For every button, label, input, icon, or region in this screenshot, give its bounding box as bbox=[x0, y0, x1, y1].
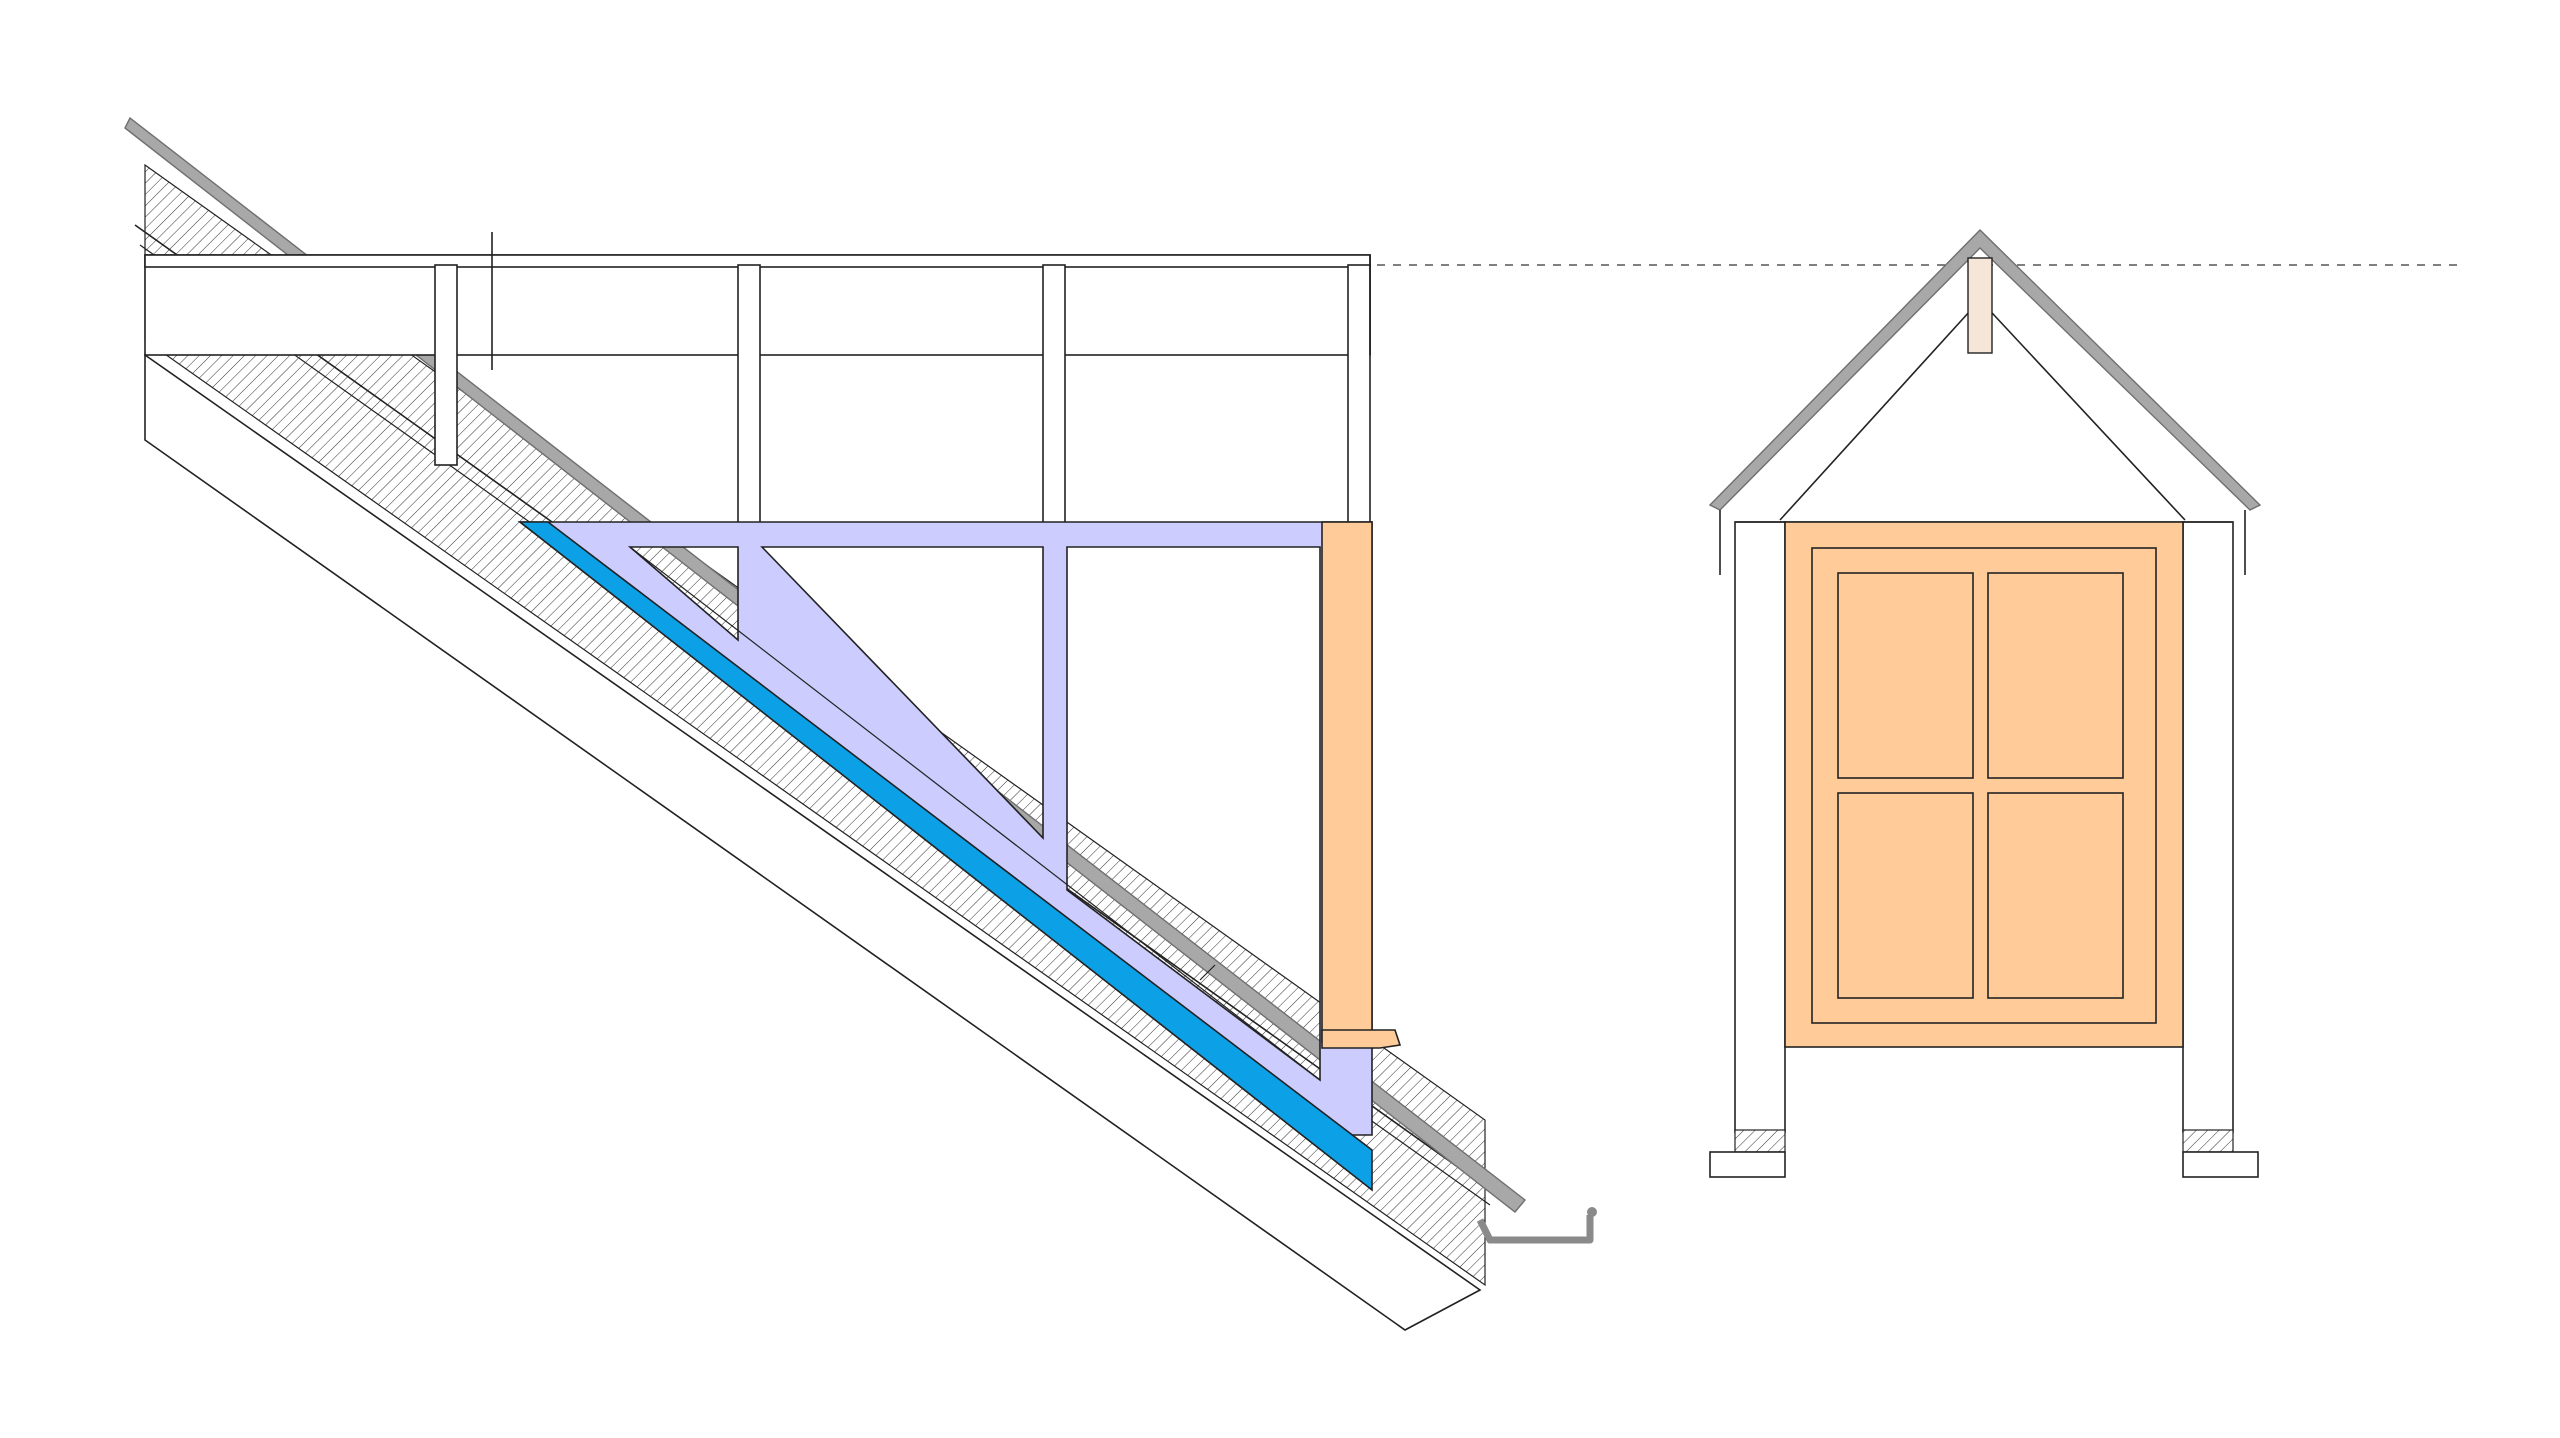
left-sill-hatch bbox=[1734, 1129, 1786, 1153]
attic-stud-3 bbox=[1042, 264, 1066, 541]
window-sill bbox=[1321, 1029, 1402, 1049]
window-frame bbox=[1784, 521, 2184, 1048]
window-pane-top-left bbox=[1837, 572, 1974, 779]
window-casement-outline bbox=[1811, 547, 2157, 1024]
frame-diagonal-inner bbox=[629, 546, 1321, 1081]
dormer-section-view bbox=[124, 116, 1597, 1331]
right-cheek-wall bbox=[2182, 521, 2234, 1133]
attic-stud-1 bbox=[434, 264, 458, 466]
dormer-front-view bbox=[1708, 229, 2262, 1178]
right-footing bbox=[2182, 1151, 2259, 1178]
eaves-gutter bbox=[1476, 1215, 1594, 1244]
attic-stud-2 bbox=[737, 264, 761, 541]
attic-stud-4 bbox=[1347, 264, 1371, 541]
window-pane-top-right bbox=[1987, 572, 2124, 779]
roof-underside-board bbox=[144, 353, 1482, 1331]
left-cheek-wall bbox=[1734, 521, 1786, 1133]
ridge-post bbox=[1967, 257, 1993, 354]
left-footing bbox=[1709, 1151, 1786, 1178]
gutter-bead bbox=[1587, 1207, 1597, 1217]
dormer-waterproof-cover bbox=[517, 521, 1373, 1192]
window-pane-bottom-left bbox=[1837, 792, 1974, 999]
window-pane-bottom-right bbox=[1987, 792, 2124, 999]
dormer-cheek-timber bbox=[1321, 521, 1373, 1043]
right-sill-hatch bbox=[2182, 1129, 2234, 1153]
